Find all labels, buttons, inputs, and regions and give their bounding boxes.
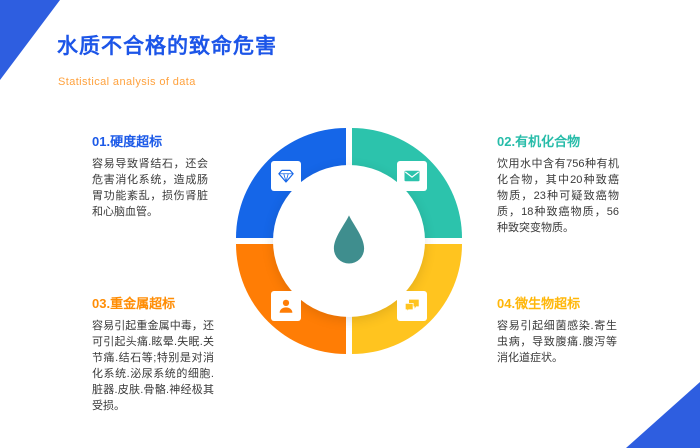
corner-decoration-top-left — [0, 0, 60, 80]
section-organic-body: 饮用水中含有756种有机化合物，其中20种致癌物质，23种可疑致癌物质，18种致… — [497, 158, 619, 234]
icon-tab-heavy-metal — [271, 291, 301, 321]
section-hardness-heading: 01.硬度超标 — [92, 134, 163, 149]
icon-tab-hardness — [271, 161, 301, 191]
section-organic: 02.有机化合物 饮用水中含有756种有机化合物，其中20种致癌物质，23种可疑… — [497, 131, 619, 236]
corner-decoration-bottom-right — [626, 382, 700, 448]
page-subtitle: Statistical analysis of data — [58, 76, 196, 88]
section-microbe: 04.微生物超标 容易引起细菌感染.寄生虫病，导致腹痛.腹泻等消化道症状。 — [497, 293, 617, 366]
envelope-icon — [404, 170, 420, 182]
diamond-icon — [278, 169, 294, 183]
icon-tab-organic — [397, 161, 427, 191]
section-heavy-metal: 03.重金属超标 容易引起重金属中毒，还可引起头痛.眩晕.失眠.关节痛.结石等;… — [92, 293, 214, 414]
section-hardness: 01.硬度超标 容易导致肾结石，还会危害消化系统，造成肠胃功能紊乱，损伤肾脏和心… — [92, 131, 208, 220]
water-droplet-icon — [333, 215, 365, 264]
section-hardness-body: 容易导致肾结石，还会危害消化系统，造成肠胃功能紊乱，损伤肾脏和心脑血管。 — [92, 158, 208, 218]
icon-tab-microbe — [397, 291, 427, 321]
water-drop-donut-diagram — [236, 128, 462, 354]
page-title: 水质不合格的致命危害 — [57, 35, 277, 58]
section-heavy-metal-body: 容易引起重金属中毒，还可引起头痛.眩晕.失眠.关节痛.结石等;特别是对消化系统.… — [92, 320, 214, 412]
section-microbe-body: 容易引起细菌感染.寄生虫病，导致腹痛.腹泻等消化道症状。 — [497, 320, 617, 364]
section-organic-heading: 02.有机化合物 — [497, 134, 581, 149]
section-microbe-heading: 04.微生物超标 — [497, 296, 581, 311]
person-icon — [279, 299, 293, 313]
section-heavy-metal-heading: 03.重金属超标 — [92, 296, 176, 311]
chat-icon — [404, 299, 419, 313]
